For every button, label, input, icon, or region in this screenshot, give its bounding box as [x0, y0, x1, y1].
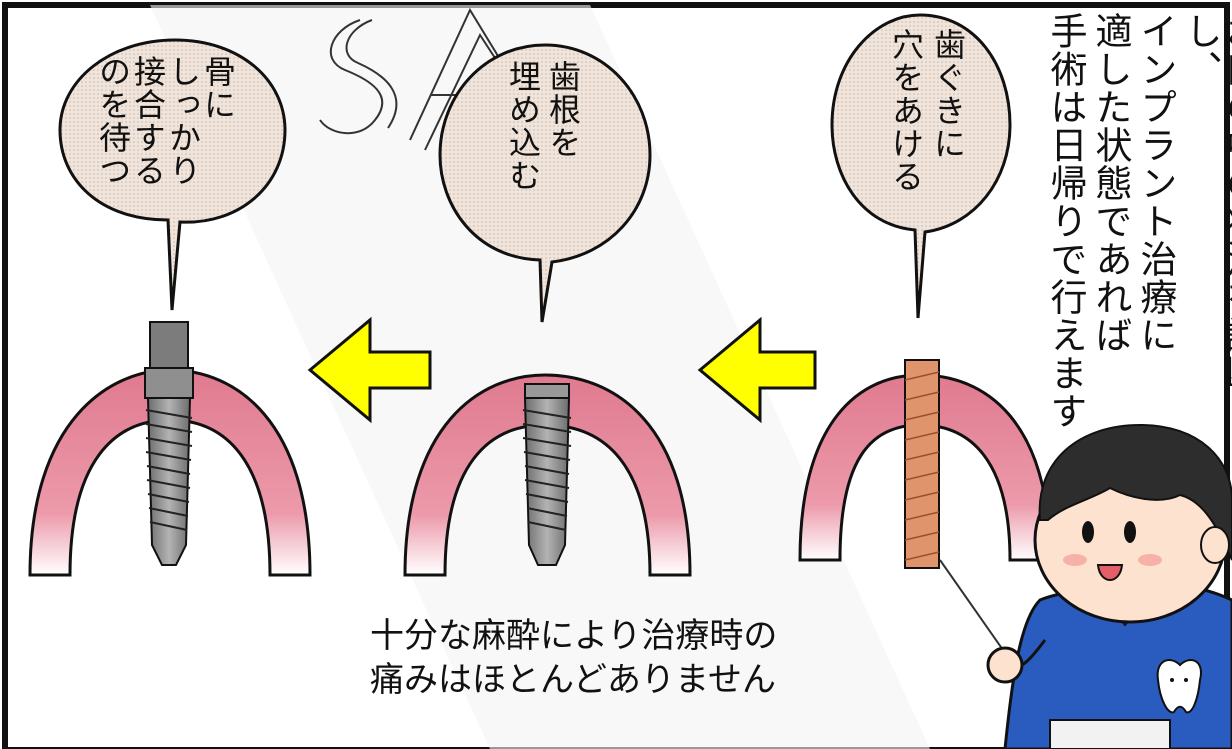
caption-line-1: 十分な麻酔により治療時の [370, 616, 778, 656]
drill-hole [904, 359, 940, 569]
bubble-wait-line-4: のを待つ [94, 55, 132, 187]
tooth-mascot-icon [1156, 659, 1202, 714]
narration-line-2: インプラント治療に [1134, 12, 1177, 354]
bubble-embed-line-2: 埋め込む [504, 60, 542, 192]
implant-screw [522, 383, 572, 566]
gum-arch-healed [28, 368, 312, 577]
arrow-left-2 [697, 316, 817, 424]
pointer-stick [939, 559, 1011, 661]
arrow-left-1 [307, 316, 432, 424]
narration-line-3: 適した状態であれば [1089, 12, 1132, 354]
bubble-wait-line-1: 骨に [199, 55, 237, 121]
anesthesia-caption: 十分な麻酔により治療時の 痛みはほとんどありません [370, 614, 830, 702]
bubble-wait-line-3: 接合する [129, 55, 167, 187]
gum-arch-implanted [403, 373, 692, 577]
doctor-eye-left [1082, 521, 1094, 543]
implant-with-abutment [144, 321, 194, 566]
doctor-eye-right [1124, 521, 1136, 543]
speech-bubble-wait [58, 38, 287, 311]
caption-line-2: 痛みはほとんどありません [370, 660, 776, 700]
narration-line-4: 手術は日帰りで行えます [1044, 12, 1087, 430]
bubble-drill-line-1: 歯ぐきに [929, 28, 967, 160]
speech-bubble-embed [438, 43, 652, 323]
doctor-character [986, 423, 1232, 749]
speech-bubble-drill [830, 13, 1012, 319]
bubble-drill-line-2: 穴をあける [887, 28, 925, 193]
doctor-hand [986, 646, 1024, 684]
narration-line-1: お口の中の状況を診断し、 [1179, 12, 1232, 392]
bubble-wait-line-2: しっかり [164, 55, 202, 187]
bubble-embed-line-1: 歯根を [544, 60, 582, 159]
